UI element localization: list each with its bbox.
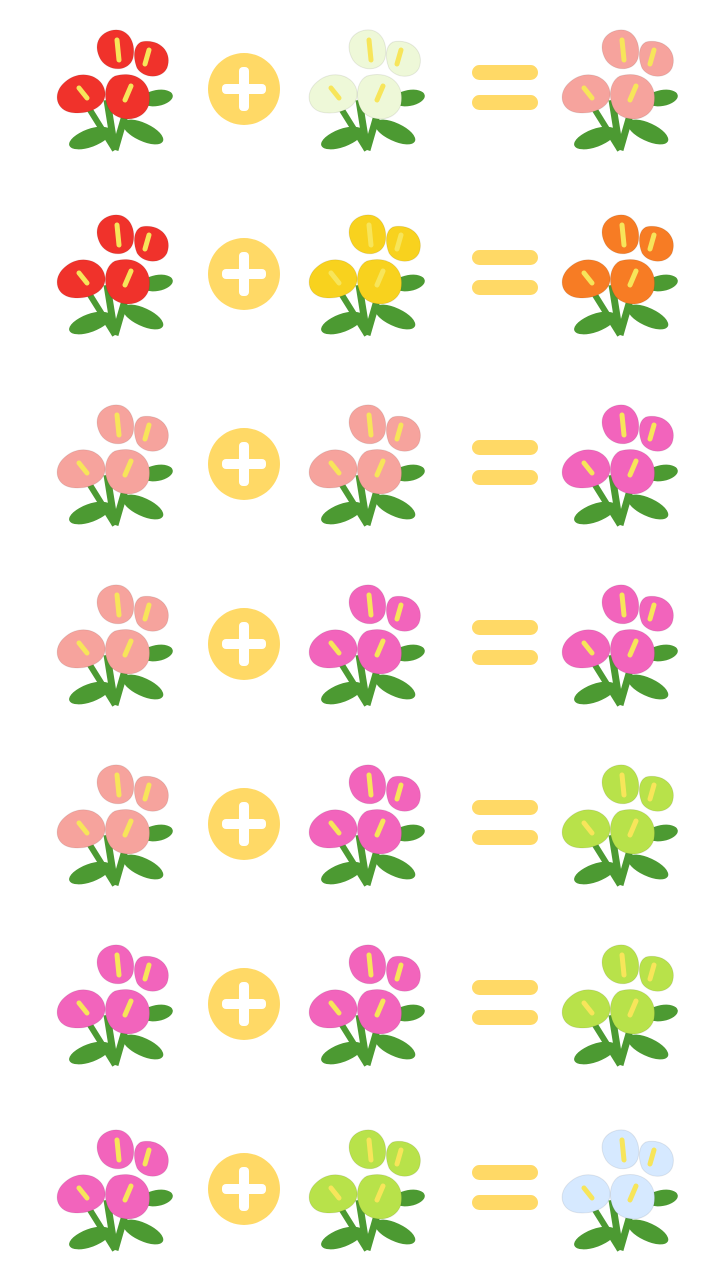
purple-anthurium-icon [297, 935, 437, 1075]
plus-circle-icon [208, 608, 280, 680]
equals-icon [472, 980, 538, 1028]
plus-circle-icon [208, 788, 280, 860]
blue-anthurium-icon [550, 1120, 690, 1260]
equals-icon [472, 440, 538, 488]
recipe-row [0, 395, 720, 545]
plus-circle-icon [208, 428, 280, 500]
red-anthurium-icon [45, 20, 185, 160]
equals-icon [472, 1165, 538, 1213]
purple-anthurium-icon [550, 575, 690, 715]
recipe-row [0, 755, 720, 905]
pink-anthurium-icon [45, 575, 185, 715]
pink-anthurium-icon [45, 755, 185, 895]
plus-circle-icon [208, 968, 280, 1040]
orange-anthurium-icon [550, 205, 690, 345]
plus-circle-icon [208, 53, 280, 125]
pink-anthurium-icon [45, 395, 185, 535]
recipe-row [0, 20, 720, 170]
recipe-row [0, 935, 720, 1085]
equals-icon [472, 800, 538, 848]
green-anthurium-icon [550, 755, 690, 895]
purple-anthurium-icon [550, 395, 690, 535]
plus-circle-icon [208, 1153, 280, 1225]
recipe-row [0, 1120, 720, 1270]
recipe-row [0, 575, 720, 725]
purple-anthurium-icon [45, 1120, 185, 1260]
plus-circle-icon [208, 238, 280, 310]
equals-icon [472, 620, 538, 668]
white-anthurium-icon [297, 20, 437, 160]
equals-icon [472, 250, 538, 298]
purple-anthurium-icon [297, 575, 437, 715]
yellow-anthurium-icon [297, 205, 437, 345]
purple-anthurium-icon [297, 755, 437, 895]
recipe-row [0, 205, 720, 355]
equals-icon [472, 65, 538, 113]
red-anthurium-icon [45, 205, 185, 345]
pink-anthurium-icon [297, 395, 437, 535]
green-anthurium-icon [297, 1120, 437, 1260]
purple-anthurium-icon [45, 935, 185, 1075]
pink-anthurium-icon [550, 20, 690, 160]
green-anthurium-icon [550, 935, 690, 1075]
